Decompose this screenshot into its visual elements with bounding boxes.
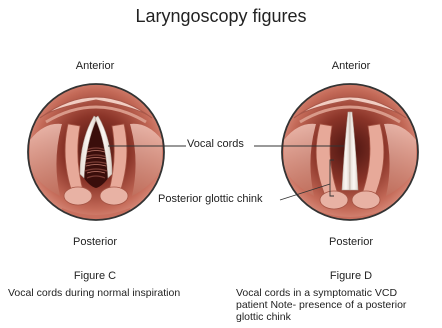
figure-c-larynx <box>28 84 164 224</box>
figure-d-larynx <box>282 84 418 226</box>
